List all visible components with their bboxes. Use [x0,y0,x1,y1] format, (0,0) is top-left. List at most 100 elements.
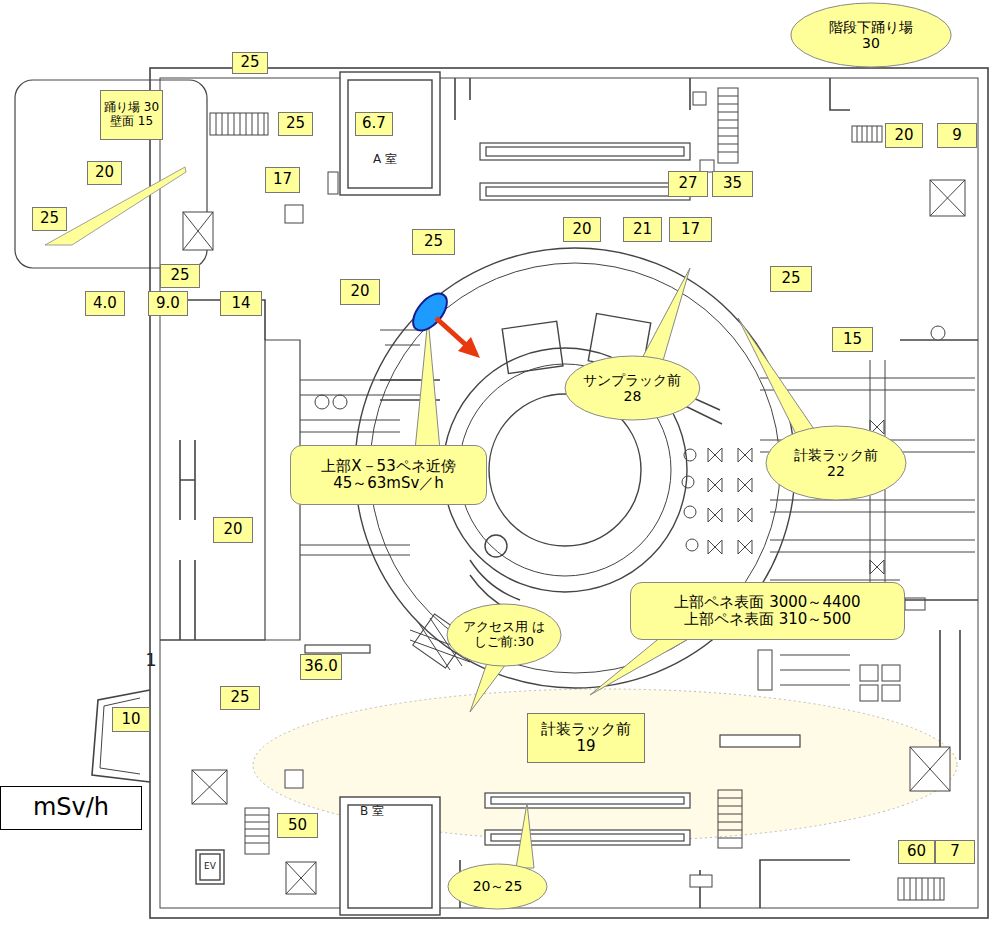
dose-value: 60 [907,843,926,860]
dose-box: 25 [160,264,200,288]
dose-box: 7 [935,840,975,864]
pipe-line [708,478,752,492]
dose-box: 14 [220,291,262,316]
pipe-line [682,476,694,488]
wall-line [150,68,988,918]
text-group: 25 [424,233,443,250]
pipe-line [686,539,698,551]
wall-line [900,340,978,600]
room-outline [348,80,432,188]
callout-bubble: サンプラック前 28 [564,355,701,421]
dose-value: 20 [572,221,591,238]
text-group: 36.0 [304,658,337,675]
rail-beam [305,645,370,653]
dose-box: 9.0 [148,291,188,316]
bubble-outline [447,604,561,666]
dose-box: 60 [898,840,935,864]
text-group: 階段下踊り場 30 [823,19,919,51]
text-group: 20 [95,164,114,181]
dose-value: 壁面 15 [104,115,159,129]
dose-value: 50 [288,817,307,834]
bubble-outline [448,864,547,909]
dose-value: 25 [424,233,443,250]
text-group: 50 [288,817,307,834]
dose-box: 17 [265,167,300,193]
dose-value: 15 [843,331,862,348]
text-group: アクセス用 はしご前:30 [461,620,547,650]
callout-bubble: 計装ラック前 22 [765,425,907,501]
callout-tail [470,660,506,712]
stair-symbol [245,808,269,854]
callout-text: 階段下踊り場 30 [823,19,919,51]
room-outline [200,854,220,880]
dose-value: 20 [350,283,369,300]
pipe-line [333,395,347,409]
callout-tail [415,268,816,868]
shaft-symbol [690,875,712,887]
shaft-symbol [930,180,965,216]
dose-box: 4.0 [85,291,125,316]
direction-arrow [436,318,480,358]
callout-bubble: 20～25 [447,863,548,910]
callout-text: アクセス用 はしご前:30 [461,620,547,650]
rail-beam [491,834,684,841]
dose-value: 7 [950,843,960,860]
text-group: 6.7 [362,115,386,132]
callout-text: mSv/h [33,794,109,822]
room-label: A 室 [373,153,397,166]
shaft-symbol [192,770,227,804]
stair-symbol [216,113,264,135]
dose-box: 25 [770,266,812,292]
pipe-line [760,378,975,390]
dose-box: 50 [277,813,318,838]
shaft-symbol [328,172,338,194]
stair-symbol [718,790,742,848]
text-group: 計装ラック前 19 [540,721,632,756]
text-group: 25 [230,689,249,706]
dose-box: 25 [412,229,455,255]
pipe-line [300,420,400,432]
callout-bubble: 上部X－53ペネ近傍45～63mSv／h [290,445,487,505]
pipe-line [684,449,696,461]
dose-value: 4.0 [93,295,117,312]
wall-line [92,690,150,782]
text-group: 踊り場 30壁面 15 [104,101,159,129]
dose-box: 25 [32,207,67,231]
bubble-outline [791,3,951,67]
dose-value: 6.7 [362,115,386,132]
text-group: サンプラック前 28 [580,372,684,404]
wall-line [690,78,850,110]
text-group: 9 [952,127,962,144]
bubble-outline [766,426,906,500]
dose-value: 9 [952,127,962,144]
text-group: 17 [681,221,700,238]
text-group: 17 [273,171,292,188]
rail-beam [486,147,684,156]
pipe-line [300,330,975,701]
wall-line [180,560,195,640]
callout-text: 計装ラック前 22 [790,447,882,479]
dose-box: 21 [623,217,662,242]
text-group: 25 [240,54,259,71]
dose-value: 25 [230,689,249,706]
rail-beam [486,187,684,196]
text-group: 20～25 [473,878,523,894]
callout-text: サンプラック前 28 [580,372,684,404]
dose-value: 20 [223,521,242,538]
callout-bubble: 階段下踊り場 30 [790,2,952,68]
stair-symbol [857,126,877,142]
text-group: 上部ペネ表面 3000～4400上部ペネ表面 310～500 [674,594,860,629]
room-label: EV [204,862,216,872]
bubble-outline [565,356,700,420]
pipe-line [315,395,329,409]
dose-box: 27 [668,171,708,197]
callout-tail [738,318,816,438]
text-group: 25 [781,270,800,287]
shaft-symbol [183,92,965,894]
pipe-line [300,380,420,395]
dose-box: 36.0 [300,654,342,680]
wall-line [15,68,988,918]
dose-value: 17 [681,221,700,238]
callout-text: 20～25 [473,878,523,894]
pipe-line [708,448,752,462]
